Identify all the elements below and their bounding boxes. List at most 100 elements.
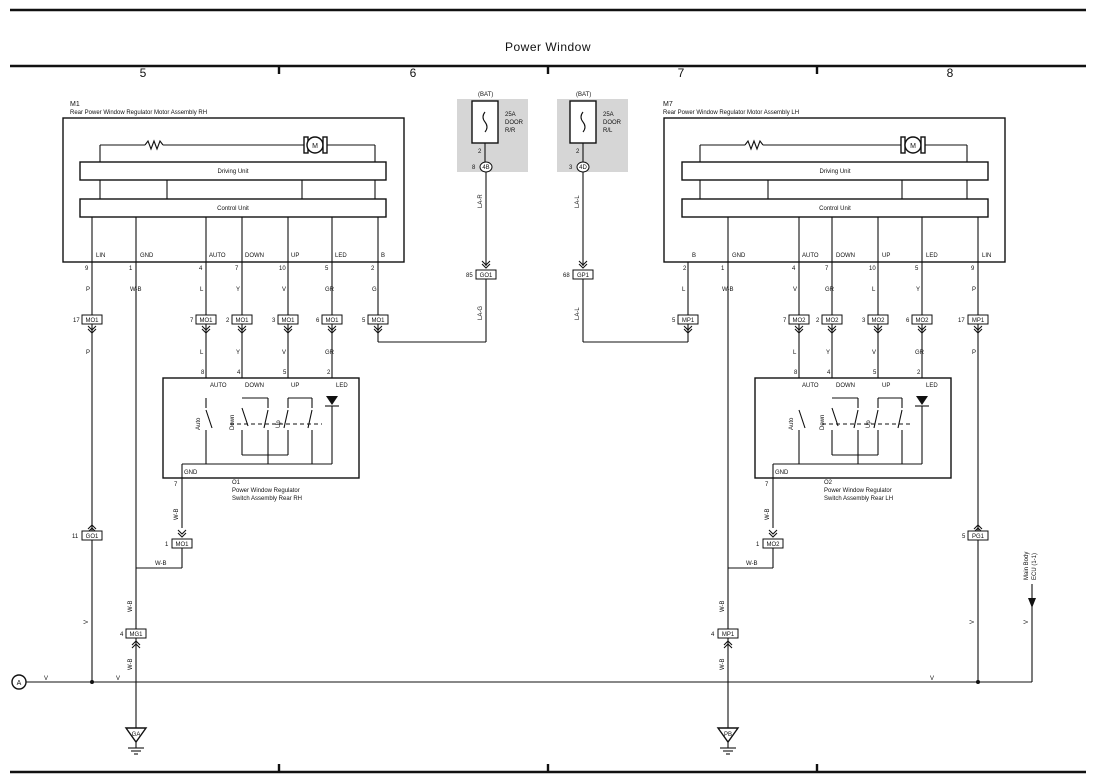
svg-text:UP: UP [291,383,299,389]
svg-text:9: 9 [85,266,89,272]
svg-text:P: P [972,287,976,293]
svg-text:4: 4 [827,370,831,376]
svg-text:W-B: W-B [155,561,167,567]
svg-text:V: V [44,676,48,682]
motor-id: M1 [70,101,80,108]
svg-text:LA-G: LA-G [478,306,484,320]
svg-text:W-B: W-B [128,600,134,612]
svg-text:GND: GND [775,470,789,476]
svg-text:V: V [116,676,120,682]
svg-text:11: 11 [72,534,79,540]
svg-text:DOWN: DOWN [245,383,264,389]
svg-text:5: 5 [362,318,366,324]
svg-text:8: 8 [794,370,798,376]
svg-text:Down: Down [820,415,826,430]
svg-text:W-B: W-B [765,508,771,520]
motor-assembly-lh: M7 Rear Power Window Regulator Motor Ass… [663,101,1006,263]
svg-text:4: 4 [792,266,796,272]
svg-text:P: P [86,350,90,356]
svg-text:85: 85 [466,273,473,279]
arrow-icon [1028,598,1036,608]
frame-lines [10,8,1086,774]
svg-text:3: 3 [862,318,866,324]
svg-text:2: 2 [683,266,687,272]
svg-text:O1: O1 [232,480,241,486]
svg-text:4: 4 [199,266,203,272]
svg-text:GR: GR [325,287,335,293]
fuse-door-rr: (BAT) 25A DOOR R/R 2 4B 8 LA-R GO1 85 LA… [457,92,528,320]
motor-assembly-rh: M1 Rear Power Window Regulator Motor Ass… [62,101,405,263]
driving-unit [681,161,989,181]
svg-text:(BAT): (BAT) [576,92,591,98]
svg-text:5: 5 [915,266,919,272]
svg-text:25A: 25A [603,112,614,118]
svg-text:V: V [930,676,934,682]
svg-text:4: 4 [711,632,715,638]
svg-text:7: 7 [174,482,178,488]
svg-text:5: 5 [962,534,966,540]
svg-text:PG1: PG1 [972,534,985,540]
svg-text:W-B: W-B [722,287,734,293]
svg-text:5: 5 [325,266,329,272]
svg-text:MO1: MO1 [371,318,385,324]
switch-assembly-rh: 8 4 5 2 AUTO DOWN UP LED Auto Down Up GN… [162,370,360,502]
svg-text:Y: Y [826,350,830,356]
svg-text:W-B: W-B [128,658,134,670]
svg-text:AUTO: AUTO [209,253,226,259]
svg-text:W-B: W-B [174,508,180,520]
svg-text:LA-L: LA-L [575,307,581,320]
svg-text:DOOR: DOOR [603,120,622,126]
svg-text:W-B: W-B [746,561,758,567]
svg-text:MO1: MO1 [281,318,295,324]
driving-unit [79,161,387,181]
svg-text:GND: GND [732,253,746,259]
svg-text:LED: LED [336,383,348,389]
svg-text:MP1: MP1 [682,318,695,324]
resistor-icon [144,139,164,151]
svg-text:ECU (1-1): ECU (1-1) [1032,553,1038,580]
switch-assembly-lh: 8 4 5 2 AUTO DOWN UP LED Auto Down Up GN… [754,370,952,502]
svg-text:7: 7 [190,318,194,324]
svg-text:Y: Y [236,350,240,356]
svg-text:L: L [200,350,204,356]
svg-text:1: 1 [129,266,133,272]
svg-text:GA: GA [132,732,141,738]
svg-text:4B: 4B [482,165,489,171]
svg-text:Driving Unit: Driving Unit [217,169,248,175]
svg-text:7: 7 [825,266,829,272]
svg-text:UP: UP [882,383,890,389]
column-number: 7 [678,66,685,80]
svg-text:LA-L: LA-L [575,195,581,208]
svg-text:M7: M7 [663,101,673,108]
svg-text:1: 1 [165,542,169,548]
svg-text:L: L [872,287,876,293]
svg-text:AUTO: AUTO [802,253,819,259]
svg-text:Auto: Auto [196,417,202,430]
svg-text:8: 8 [201,370,205,376]
svg-text:MO1: MO1 [199,318,213,324]
svg-text:LIN: LIN [96,253,105,259]
svg-text:4: 4 [237,370,241,376]
svg-text:1: 1 [756,542,760,548]
svg-text:L: L [793,350,797,356]
svg-text:GR: GR [915,350,925,356]
lh-lower-wires: W-B MO2 1 W-B W-B MP1 4 W-B PG1 5 V [711,478,989,670]
svg-text:7: 7 [783,318,787,324]
svg-text:9: 9 [971,266,975,272]
svg-text:MO2: MO2 [766,542,780,548]
svg-text:Switch Assembly Rear RH: Switch Assembly Rear RH [232,496,302,502]
motor-name: Rear Power Window Regulator Motor Assemb… [70,110,207,116]
svg-text:4: 4 [120,632,124,638]
svg-text:MO2: MO2 [915,318,929,324]
svg-text:Control Unit: Control Unit [819,206,851,212]
svg-text:4D: 4D [579,165,587,171]
svg-text:UP: UP [291,253,299,259]
svg-text:GND: GND [184,470,198,476]
svg-text:2: 2 [226,318,230,324]
svg-text:LED: LED [926,383,938,389]
svg-text:10: 10 [279,266,286,272]
svg-text:8: 8 [472,165,476,171]
svg-text:17: 17 [958,318,965,324]
svg-text:W-B: W-B [130,287,142,293]
rh-pin-labels: LIN GND AUTO DOWN UP LED B 9 1 4 7 10 5 … [85,253,385,293]
